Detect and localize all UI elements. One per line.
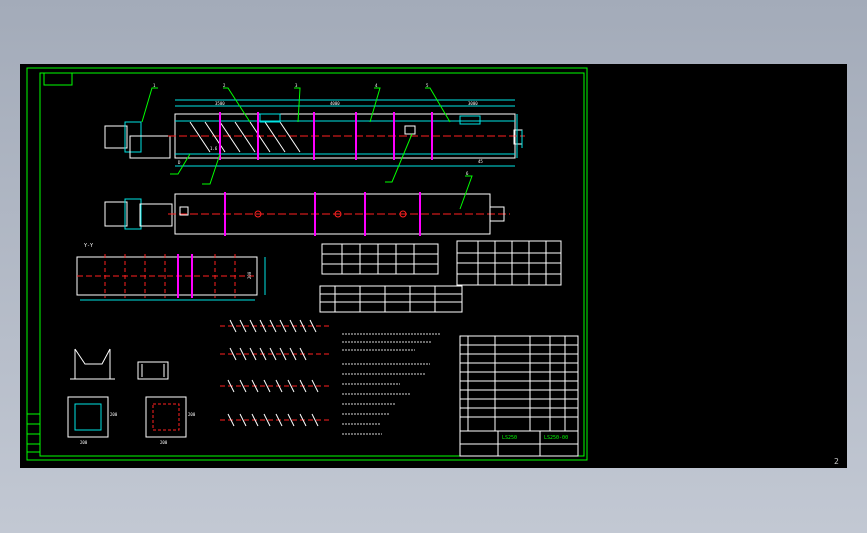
title-block-code: LS250 [502,435,517,441]
callout-2: 2 [223,83,226,88]
sheet-inner-frame [39,72,585,457]
top-view: 6 [104,171,510,236]
label-slope: 1.6 [210,146,218,151]
callout-6: 6 [466,171,469,176]
parameter-table-1 [321,243,439,275]
reducer [129,135,171,159]
spiral-blades [189,121,301,153]
left-margin-table [27,413,40,453]
title-block-drawing-no: LS250-00 [544,435,568,441]
motor-body [104,125,128,149]
bracket-label-4: 200 [188,412,196,417]
bracket-label-3: 200 [160,440,168,445]
bracket-label-2: 200 [110,412,118,417]
cad-drawing: 3500 4000 3000 D 1.6 45 1 2 3 4 5 [26,67,588,461]
label-d: D [178,160,181,165]
inlet-flange [259,113,281,123]
main-view: 3500 4000 3000 D 1.6 45 1 2 3 4 5 [104,83,525,185]
hanger-bearings [219,112,433,160]
label-angle: 45 [478,159,483,164]
outlet-box [404,125,416,135]
dim-text-3: 3000 [468,101,478,106]
parameter-table-2 [319,285,463,313]
detail-view: Y-Y 200 [76,243,266,301]
sheet-outer-frame [26,67,588,461]
title-block [459,430,579,457]
callout-3: 3 [295,83,298,88]
inlet-flange-2 [459,115,481,125]
callout-5: 5 [426,83,429,88]
main-dimension-lines [175,99,523,167]
dim-text-1: 3500 [215,101,225,106]
cad-viewport[interactable]: 3500 4000 3000 D 1.6 45 1 2 3 4 5 [20,64,847,468]
dim-text-2: 4000 [330,101,340,106]
detail-dim: 200 [247,271,252,279]
page-number: 2 [834,457,839,466]
callout-1: 1 [153,83,156,88]
detail-view-title: Y-Y [84,243,93,249]
top-trough-outline [174,193,491,235]
corner-label-box [43,72,73,86]
main-callout-leaders [141,87,451,185]
parameter-table-3 [456,240,562,286]
callout-4: 4 [375,83,378,88]
bracket-label-1: 200 [80,440,88,445]
bracket-views [67,348,187,438]
parts-list [459,335,579,432]
technical-notes-lines [342,333,440,435]
motor-flange [124,121,142,153]
spiral-shaft-details [220,319,330,427]
